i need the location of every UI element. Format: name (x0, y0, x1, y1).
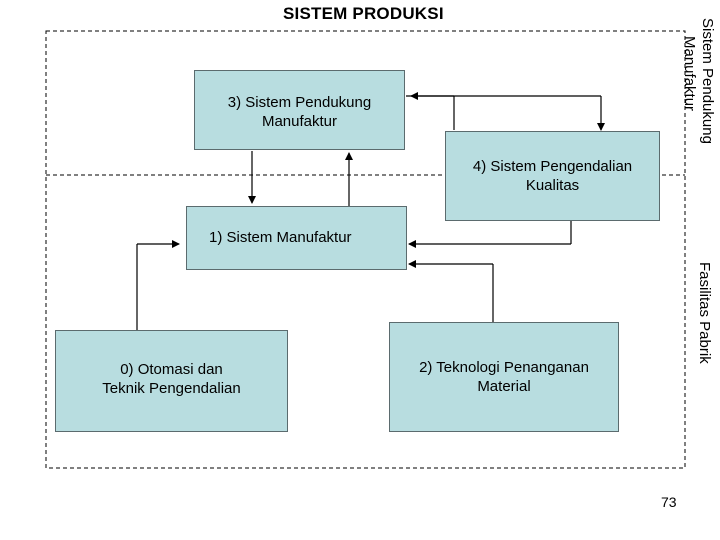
box-sistem-manufaktur: 1) Sistem Manufaktur (186, 206, 407, 270)
box-label-line-2: Material (477, 378, 531, 395)
box-label-line-2: Manufaktur (261, 113, 338, 130)
page-number: 73 (661, 494, 677, 510)
box-label-line-1: 0) Otomasi dan (120, 361, 223, 378)
side-label-line-1: Sistem Pendukung (699, 18, 716, 144)
box-otomasi: 0) Otomasi dan Teknik Pengendalian (55, 330, 288, 432)
box-label-line-1: 3) Sistem Pendukung (227, 94, 372, 111)
side-label-line-2: Manufaktur (681, 36, 698, 112)
box-label-line-1: 2) Teknologi Penanganan (419, 359, 589, 376)
side-label-fasilitas: Fasilitas Pabrik (695, 262, 713, 364)
box-sistem-pengendalian: 4) Sistem Pengendalian Kualitas (445, 131, 660, 221)
box-sistem-pendukung: 3) Sistem Pendukung Manufaktur (194, 70, 405, 150)
side-label-pendukung: Sistem Pendukung Manufaktur (680, 18, 716, 144)
diagram-title: SISTEM PRODUKSI (283, 4, 444, 23)
side-label-text: Fasilitas Pabrik (696, 262, 713, 364)
box-label-line-1: 4) Sistem Pengendalian (472, 158, 633, 175)
box-label-line-2: Teknik Pengendalian (102, 380, 241, 397)
produksi-frame (45, 30, 686, 469)
box-label-line-2: Kualitas (525, 177, 580, 194)
box-label-line-1: 1) Sistem Manufaktur (209, 229, 352, 246)
box-teknologi: 2) Teknologi Penanganan Material (389, 322, 619, 432)
